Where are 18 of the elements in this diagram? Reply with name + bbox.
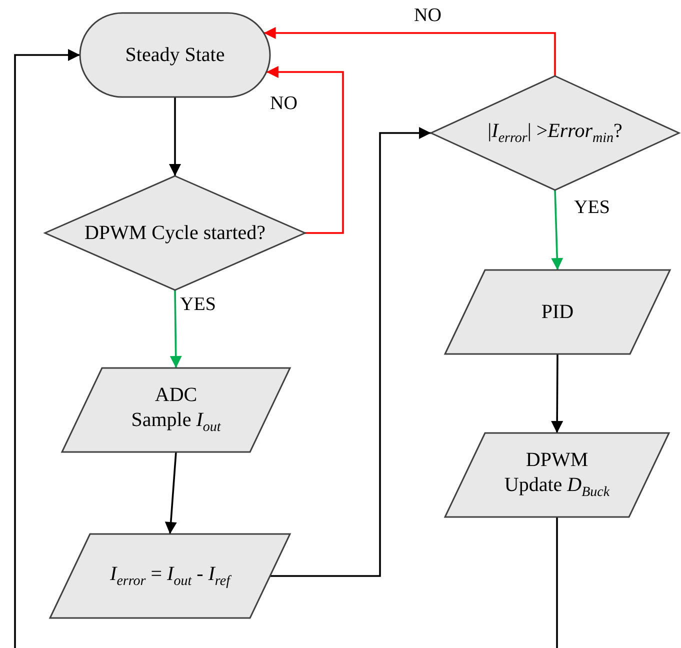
node-text: DPWM Cycle started? (84, 220, 266, 246)
node-text: DPWM (526, 448, 588, 474)
arrow (169, 97, 181, 176)
arrow (551, 190, 564, 270)
node-text: Update D$_{Buck}$ (504, 473, 610, 502)
node-text: |I$_{error}$| >Error$_{min}$? (488, 118, 622, 148)
arrow (14, 49, 558, 648)
node-text: Steady State (125, 42, 225, 68)
arrow (264, 27, 556, 76)
arrow (270, 127, 431, 577)
arrow (266, 66, 344, 234)
node-text: Sample I$_{out}$ (131, 408, 221, 437)
arrow (170, 290, 182, 368)
arrow (551, 354, 564, 433)
node-text: ADC (154, 383, 198, 408)
arrow (164, 452, 177, 534)
node-text: PID (541, 300, 574, 324)
node-text: I$_{error}$ = I$_{out}$ - I$_{ref}$ (110, 562, 230, 590)
